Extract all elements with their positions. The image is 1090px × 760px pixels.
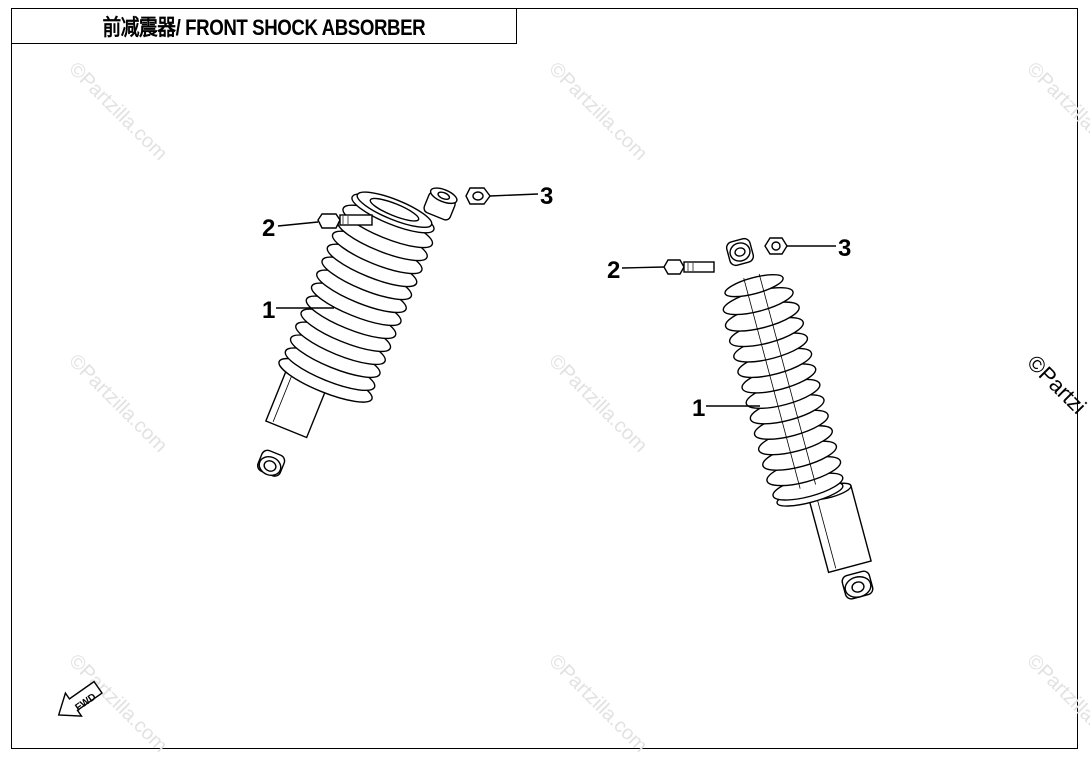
left-bolt[interactable] xyxy=(317,213,373,229)
callout-right-shock: 1 xyxy=(692,395,705,422)
callout-right-bolt: 2 xyxy=(607,257,620,284)
fwd-arrow-icon xyxy=(57,680,104,717)
right-shock-absorber[interactable] xyxy=(715,237,874,600)
right-nut[interactable] xyxy=(764,237,788,255)
left-nut[interactable] xyxy=(465,187,491,205)
callout-left-bolt: 2 xyxy=(262,215,275,242)
page-title: 前减震器/ FRONT SHOCK ABSORBER xyxy=(102,15,426,40)
right-bolt[interactable] xyxy=(663,259,715,275)
callout-left-nut: 3 xyxy=(540,183,553,210)
leader-lines xyxy=(276,193,836,407)
callout-right-nut: 3 xyxy=(838,235,851,262)
diagram-frame xyxy=(11,8,1078,749)
title-box: 前减震器/ FRONT SHOCK ABSORBER xyxy=(11,8,517,44)
left-shock-absorber[interactable] xyxy=(256,182,459,479)
callout-left-shock: 1 xyxy=(262,297,275,324)
